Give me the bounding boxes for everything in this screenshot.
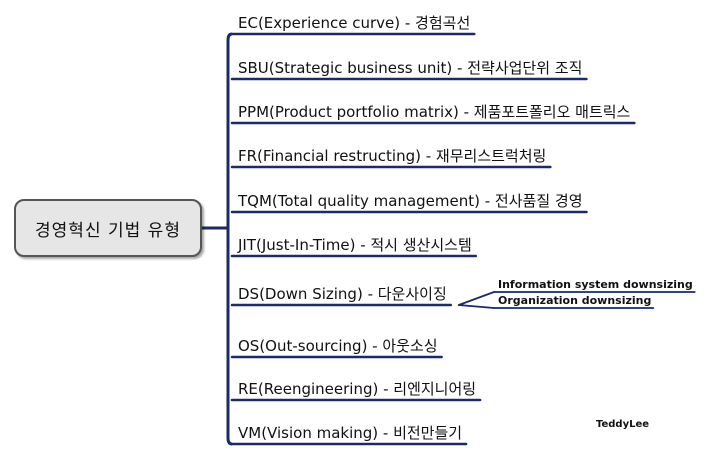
spine-line xyxy=(226,32,233,446)
sub-connector xyxy=(457,291,495,306)
branch-label-re: RE(Reengineering) - 리엔지니어링 xyxy=(238,380,477,398)
branch-label-sbu: SBU(Strategic business unit) - 전략사업단위 조직 xyxy=(238,59,583,77)
branch-label-tqm: TQM(Total quality management) - 전사품질 경영 xyxy=(238,192,583,210)
branch-label-ppm: PPM(Product portfolio matrix) - 제품포트폴리오 … xyxy=(238,103,631,121)
branch-label-vm: VM(Vision making) - 비전만들기 xyxy=(238,424,463,442)
sub-label-organization-downsizing: Organization downsizing xyxy=(498,294,652,307)
branch-label-ec: EC(Experience curve) - 경험곡선 xyxy=(238,14,471,32)
sub-label-information-system-downsizing: Information system downsizing xyxy=(498,278,693,291)
root-node: 경영혁신 기법 유형 xyxy=(14,199,202,257)
branch-label-ds: DS(Down Sizing) - 다운사이징 xyxy=(238,285,447,303)
branch-label-fr: FR(Financial restructing) - 재무리스트럭처링 xyxy=(238,147,547,165)
root-label: 경영혁신 기법 유형 xyxy=(35,220,181,241)
branch-label-jit: JIT(Just-In-Time) - 적시 생산시스템 xyxy=(238,236,472,254)
author-tag: TeddyLee xyxy=(596,419,650,430)
sub-connector xyxy=(457,304,495,309)
branch-label-os: OS(Out-sourcing) - 아웃소싱 xyxy=(238,337,438,355)
